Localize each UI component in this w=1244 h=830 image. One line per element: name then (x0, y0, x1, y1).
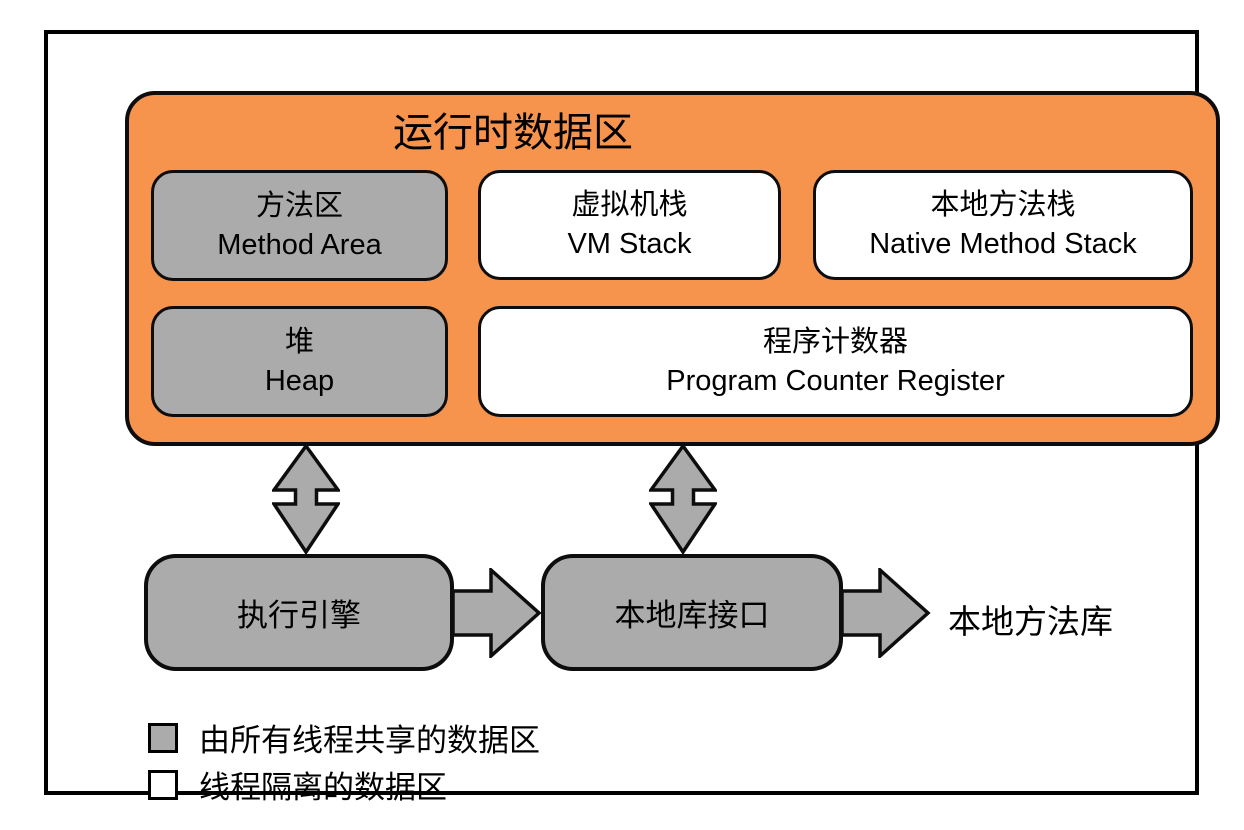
execution-engine-label: 执行引擎 (237, 598, 361, 633)
method-area-label-en: Method Area (217, 228, 382, 261)
vm-stack-box: 虚拟机栈 VM Stack (478, 170, 781, 280)
diagram-outer-frame: 运行时数据区 方法区 Method Area 虚拟机栈 VM Stack 本地方… (44, 30, 1220, 805)
vm-stack-label-en: VM Stack (567, 228, 692, 260)
right-arrow-icon (453, 568, 542, 658)
legend-item-shared: 由所有线程共享的数据区 (148, 715, 540, 760)
right-arrow-icon (842, 568, 931, 658)
heap-label-en: Heap (264, 364, 335, 397)
runtime-data-area-title: 运行时数据区 (393, 111, 633, 155)
native-library-interface-label: 本地库接口 (614, 598, 770, 633)
execution-engine-box: 执行引擎 (144, 554, 454, 671)
heap-box: 堆 Heap (151, 306, 448, 417)
native-library-interface-box: 本地库接口 (541, 554, 843, 671)
heap-label-zh: 堆 (284, 325, 314, 358)
legend-item-isolated: 线程隔离的数据区 (148, 762, 447, 807)
program-counter-register-box: 程序计数器 Program Counter Register (478, 306, 1193, 417)
program-counter-label-en: Program Counter Register (666, 364, 1005, 397)
shared-swatch-icon (148, 722, 178, 753)
legend-shared-label: 由所有线程共享的数据区 (199, 723, 540, 758)
double-arrow-icon (272, 444, 340, 554)
program-counter-label-zh: 程序计数器 (762, 325, 908, 358)
native-method-stack-label-en: Native Method Stack (869, 228, 1137, 260)
method-area-label-zh: 方法区 (255, 189, 343, 222)
method-area-box: 方法区 Method Area (151, 170, 448, 281)
isolated-swatch-icon (148, 769, 178, 800)
legend-isolated-label: 线程隔离的数据区 (199, 770, 447, 805)
native-method-stack-box: 本地方法栈 Native Method Stack (813, 170, 1193, 280)
native-method-library-label: 本地方法库 (948, 603, 1113, 640)
double-arrow-icon (649, 444, 717, 554)
vm-stack-label-zh: 虚拟机栈 (571, 189, 688, 221)
native-method-stack-label-zh: 本地方法栈 (930, 189, 1076, 221)
